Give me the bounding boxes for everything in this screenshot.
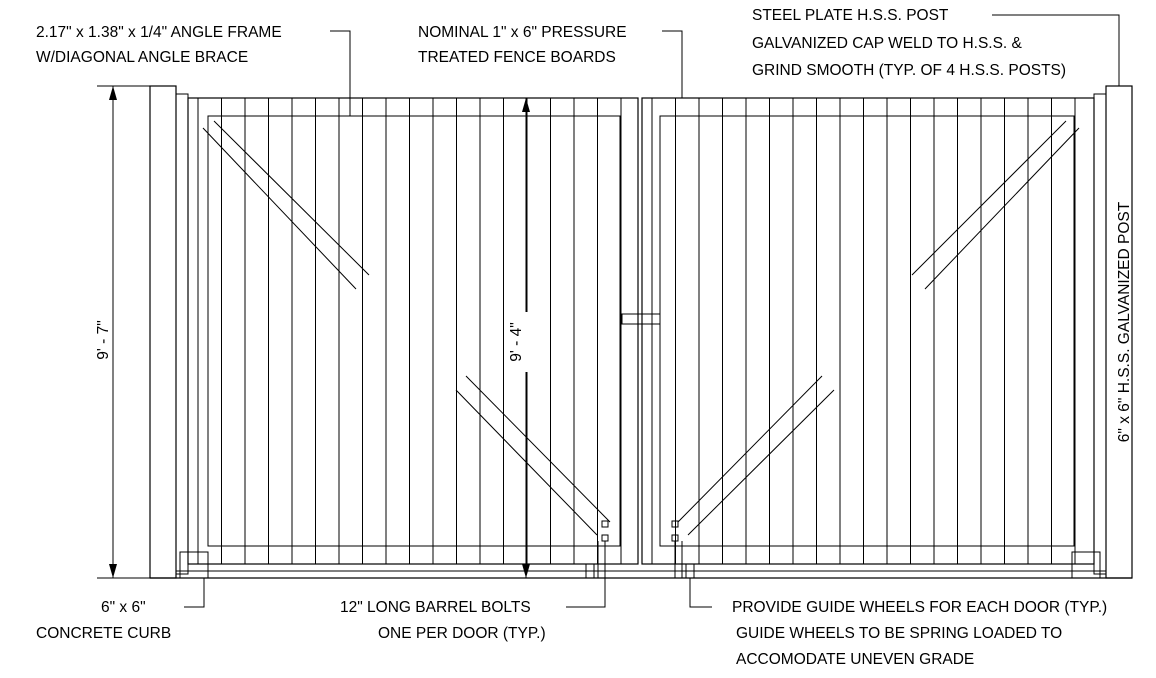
- right-fence-boards: [651, 98, 1076, 564]
- right-gate-leaf: [641, 97, 1095, 565]
- gate-height-label: 9' - 4": [508, 322, 525, 361]
- steel-plate-line-3: GRIND SMOOTH (TYP. OF 4 H.S.S. POSTS): [752, 62, 1066, 79]
- overall-height-dimension: 9' - 7": [95, 85, 150, 579]
- barrel-bolts-line-1: 12" LONG BARREL BOLTS: [340, 599, 531, 616]
- guide-wheels-line-2: GUIDE WHEELS TO BE SPRING LOADED TO: [736, 625, 1062, 642]
- steel-plate-line-2: GALVANIZED CAP WELD TO H.S.S. &: [752, 35, 1023, 52]
- fence-boards-line-1: NOMINAL 1" x 6" PRESSURE: [418, 24, 627, 41]
- angle-frame-line-1: 2.17" x 1.38" x 1/4" ANGLE FRAME: [36, 24, 282, 41]
- gate-height-dimension: 9' - 4": [508, 98, 540, 578]
- callout-concrete-curb: 6" x 6" CONCRETE CURB: [36, 578, 205, 642]
- left-hss-post: [149, 85, 189, 579]
- callout-guide-wheels: PROVIDE GUIDE WHEELS FOR EACH DOOR (TYP.…: [689, 578, 1107, 668]
- callout-barrel-bolts: 12" LONG BARREL BOLTS ONE PER DOOR (TYP.…: [340, 578, 606, 642]
- callout-fence-boards: NOMINAL 1" x 6" PRESSURE TREATED FENCE B…: [418, 24, 683, 98]
- callout-angle-frame: 2.17" x 1.38" x 1/4" ANGLE FRAME W/DIAGO…: [36, 24, 351, 116]
- barrel-bolts: [585, 520, 695, 579]
- fence-boards-line-2: TREATED FENCE BOARDS: [418, 49, 616, 66]
- overall-height-label: 9' - 7": [95, 320, 112, 359]
- guide-wheels-line-3: ACCOMODATE UNEVEN GRADE: [736, 651, 974, 668]
- center-latch: [621, 313, 661, 325]
- angle-frame-line-2: W/DIAGONAL ANGLE BRACE: [36, 49, 248, 66]
- callout-steel-plate: STEEL PLATE H.S.S. POST GALVANIZED CAP W…: [752, 7, 1120, 86]
- concrete-curb: [150, 551, 1132, 579]
- steel-plate-line-1: STEEL PLATE H.S.S. POST: [752, 7, 949, 24]
- barrel-bolts-line-2: ONE PER DOOR (TYP.): [378, 625, 546, 642]
- concrete-curb-line-2: CONCRETE CURB: [36, 625, 171, 642]
- concrete-curb-line-1: 6" x 6": [101, 599, 146, 616]
- guide-wheels-line-1: PROVIDE GUIDE WHEELS FOR EACH DOOR (TYP.…: [732, 599, 1107, 616]
- post-label: 6" x 6" H.S.S. GALVANIZED POST: [1116, 201, 1133, 442]
- left-gate-leaf: [187, 97, 639, 565]
